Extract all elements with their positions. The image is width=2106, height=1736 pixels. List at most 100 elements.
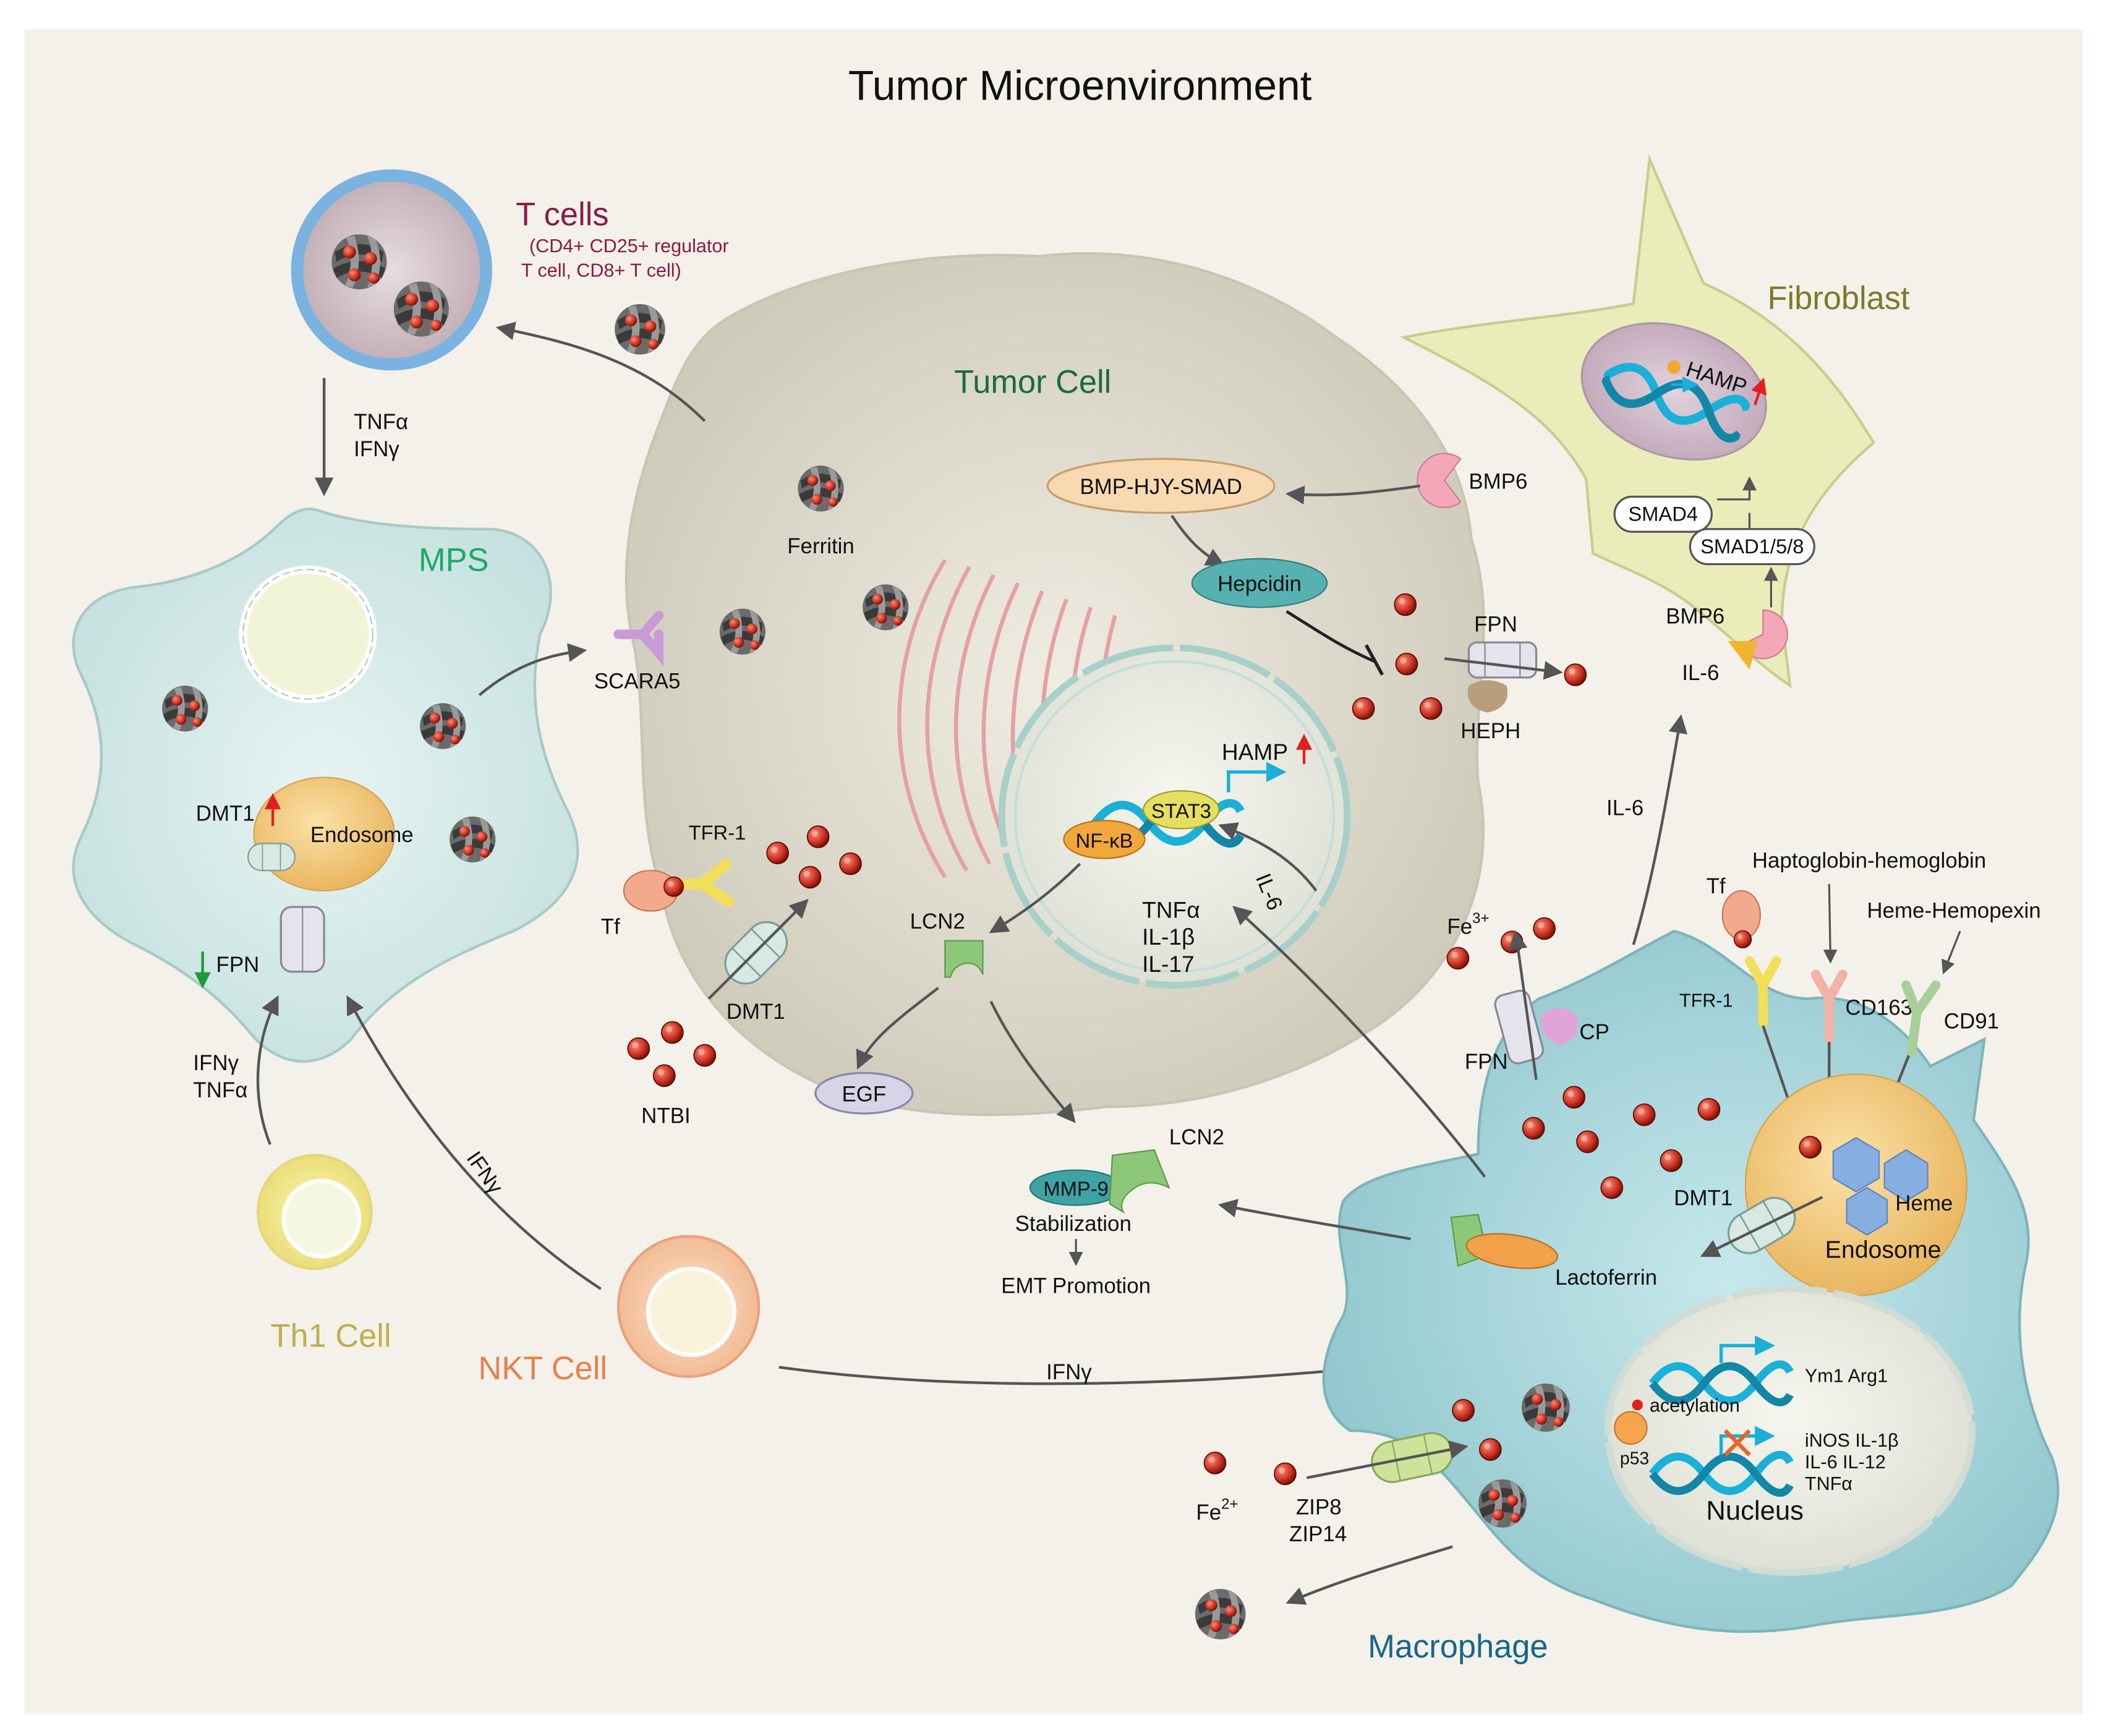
mmp9-label: MMP-9 (1043, 1177, 1108, 1200)
t-cells-label: T cells (516, 197, 608, 233)
macro-nucleus: Ym1 Arg1 acetylation p53 iNOS IL-1β IL-6… (1604, 1285, 1976, 1576)
heme-label: Heme (1895, 1191, 1953, 1215)
smad4-node (1613, 495, 1713, 533)
iron-ion (1562, 1086, 1586, 1109)
iron-ion (1273, 1462, 1297, 1486)
p53-protein (1614, 1411, 1648, 1445)
egf-label: EGF (842, 1082, 886, 1106)
fe3-label: Fe3+ (1447, 910, 1489, 938)
smad158-node (1689, 528, 1815, 566)
mmp9-lcn2-complex: MMP-9 LCN2 Stabilization EMT Promotion (1001, 1125, 1224, 1298)
tumor-cell: Tumor Cell (625, 252, 1485, 1117)
nfkb-label: NF-κB (1076, 829, 1133, 852)
iron-ion (806, 825, 830, 849)
ifng-tcell-label: IFNγ (354, 437, 399, 461)
lcn2-tumor-label: LCN2 (910, 909, 965, 934)
iron-ion (1352, 697, 1375, 720)
hepcidin-label: Hepcidin (1217, 572, 1302, 596)
tnfa-tcell-label: TNFα (354, 410, 408, 434)
bmp6-fibro-label: BMP6 (1666, 605, 1724, 629)
mps-label: MPS (419, 542, 489, 578)
il6-il12-label: IL-6 IL-12 (1805, 1452, 1886, 1473)
zip14-label: ZIP14 (1289, 1522, 1347, 1546)
dmt1-macro-label: DMT1 (1674, 1186, 1733, 1210)
th1-label: Th1 Cell (271, 1319, 391, 1355)
iron-ion (1203, 1451, 1227, 1474)
lcn2-outside-label: LCN2 (1169, 1125, 1224, 1149)
iron-ion (663, 876, 684, 897)
tnfa-th1-label: TNFα (193, 1078, 247, 1102)
iron-ion (627, 1037, 650, 1060)
heme-hemopexin-label: Heme-Hemopexin (1867, 898, 2040, 922)
dmt1-transporter-tumor: DMT1 (707, 898, 809, 1024)
tf-tumor-label: Tf (601, 915, 620, 939)
iron-ion (1522, 1117, 1545, 1140)
tfr1-tumor-label: TFR-1 (689, 821, 746, 844)
iron-ion (1660, 1149, 1683, 1172)
ferritin-particle (798, 466, 844, 512)
cp-label: CP (1579, 1020, 1609, 1044)
emt-promotion-label: EMT Promotion (1001, 1274, 1151, 1298)
iron-ion (1533, 917, 1556, 940)
iron-ion (838, 852, 863, 875)
scara5-receptor: SCARA5 (594, 610, 680, 693)
ntbi-label: NTBI (641, 1104, 691, 1128)
macrophage-label: Macrophage (1368, 1629, 1548, 1665)
iron-ion (766, 841, 790, 865)
ferritin-particle (615, 304, 665, 355)
bmp-hjv-smad-node (1046, 457, 1276, 514)
fe2-label: Fe2+ (1196, 1496, 1238, 1525)
iron-ion (652, 1064, 676, 1087)
bmp-hjv-smad-label: BMP-HJY-SMAD (1080, 475, 1242, 499)
il1b-nucleus-label: IL-1β (1142, 924, 1195, 950)
smad158-label: SMAD1/5/8 (1700, 535, 1804, 558)
tnfa-macro-label: TNFα (1805, 1473, 1852, 1494)
ym1arg1-label: Ym1 Arg1 (1805, 1365, 1888, 1386)
ifng-macro-label: IFNγ (1046, 1360, 1092, 1384)
cp-protein (1541, 1008, 1578, 1045)
th1-cell: Th1 Cell (257, 1154, 391, 1355)
acetylation-label: acetylation (1650, 1395, 1740, 1416)
nucleus-label: Nucleus (1706, 1496, 1804, 1526)
fibroblast-label: Fibroblast (1768, 281, 1910, 317)
tfr1-receptor-tumor: TFR-1 Tf (601, 821, 746, 939)
cd163-receptor: CD163 (1810, 969, 1912, 1118)
lactoferrin-complex: Lactoferrin (1450, 1214, 1657, 1290)
il6-fibro-label: IL-6 (1682, 661, 1719, 685)
il17-nucleus-label: IL-17 (1142, 951, 1195, 977)
acetylation-star (1632, 1399, 1643, 1411)
fpn-transporter-mps (279, 906, 325, 973)
zip-transporter: ZIP8 ZIP14 (1289, 1432, 1469, 1546)
iron-ion (1394, 593, 1417, 616)
hepcidin-inhibit (1285, 610, 1375, 663)
t-cells: T cells (CD4+ CD25+ regulator T cell, CD… (291, 169, 729, 371)
mps-cell: MPS Endosome DMT1 FPN (72, 508, 579, 1063)
heph-protein (1467, 680, 1508, 713)
cd91-label: CD91 (1944, 1009, 1999, 1033)
iron-ion (693, 1044, 717, 1067)
iron-ion (1419, 697, 1443, 720)
dmt1-mps-label: DMT1 (196, 801, 255, 825)
tfr1-macro-label: TFR-1 (1679, 990, 1733, 1011)
nkt-label: NKT Cell (479, 1351, 608, 1387)
stat3-node (1143, 790, 1220, 830)
stat3-label: STAT3 (1151, 799, 1211, 822)
ifng-th1-label: IFNγ (193, 1051, 239, 1075)
zip8-label: ZIP8 (1296, 1495, 1342, 1519)
hamp-fibro-up-arrow (1751, 377, 1767, 406)
iron-ion (1564, 663, 1587, 687)
mps-endosome-label: Endosome (310, 823, 414, 847)
ferritin-particle (719, 608, 766, 655)
fibroblast-cell: Fibroblast HAMP SMAD4 SMAD1/5/8 BMP6 IL-… (1399, 154, 1910, 689)
bmp6-label-top: BMP6 (1469, 469, 1527, 493)
nfkb-node (1063, 820, 1146, 859)
fpn-macro-label: FPN (1465, 1050, 1508, 1074)
bmp6-ligand (1417, 453, 1462, 508)
tfr1-receptor-macro: Tf TFR-1 (1679, 874, 1800, 1124)
t-cells-sub2: T cell, CD8+ T cell) (521, 260, 681, 281)
diagram-title: Tumor Microenvironment (848, 63, 1312, 109)
iron-ion (1632, 1103, 1656, 1126)
lactoferrin-label: Lactoferrin (1555, 1266, 1657, 1290)
